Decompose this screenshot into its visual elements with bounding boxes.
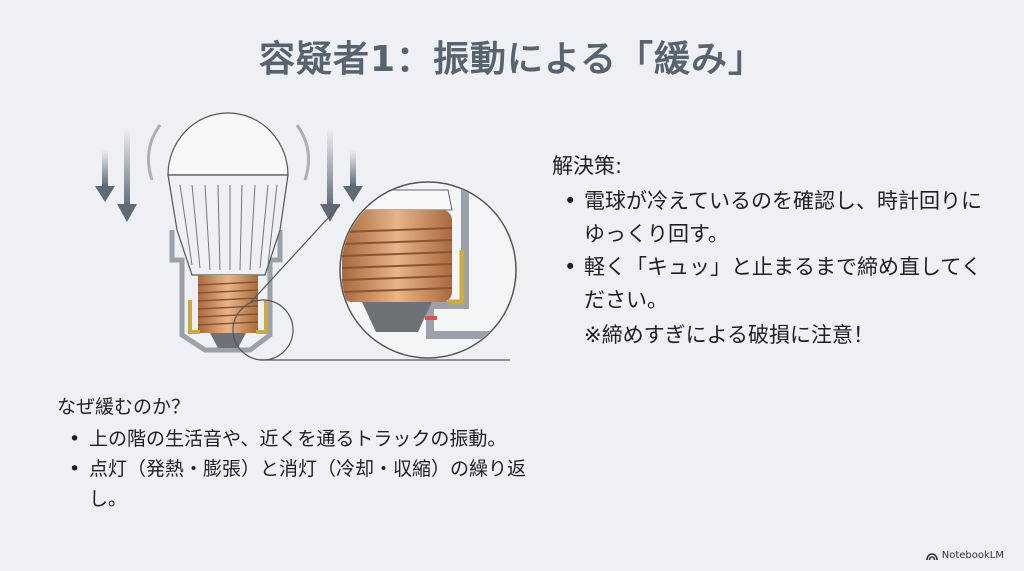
vibration-arrows-left bbox=[95, 128, 137, 222]
why-list: 上の階の生活音や、近くを通るトラックの振動。 点灯（発熱・膨張）と消灯（冷却・収… bbox=[57, 424, 527, 514]
why-section: なぜ緩むのか？ 上の階の生活音や、近くを通るトラックの振動。 点灯（発熱・膨張）… bbox=[57, 392, 527, 514]
bulb-illustration bbox=[80, 110, 540, 380]
brand-label: NotebookLM bbox=[941, 550, 1004, 561]
notebooklm-logo-icon bbox=[925, 553, 938, 560]
slide-title: 容疑者1：振動による「緩み」 bbox=[259, 39, 765, 80]
why-heading: なぜ緩むのか？ bbox=[57, 396, 191, 418]
solution-list: 電球が冷えているのを確認し、時計回りにゆっくり回す。 軽く「キュッ」と止まるまで… bbox=[552, 185, 992, 317]
solution-item: 電球が冷えているのを確認し、時計回りにゆっくり回す。 bbox=[552, 185, 992, 251]
caution-note: ※締めすぎによる破損に注意！ bbox=[584, 323, 874, 347]
solution-heading: 解決策: bbox=[552, 154, 623, 178]
why-item: 点灯（発熱・膨張）と消灯（冷却・収縮）の繰り返し。 bbox=[57, 454, 527, 514]
solution-section: 解決策: 電球が冷えているのを確認し、時計回りにゆっくり回す。 軽く「キュッ」と… bbox=[552, 150, 992, 352]
why-item: 上の階の生活音や、近くを通るトラックの振動。 bbox=[57, 424, 527, 454]
solution-item: 軽く「キュッ」と止まるまで締め直してください。 bbox=[552, 251, 992, 317]
notebooklm-watermark: NotebookLM bbox=[925, 550, 1004, 561]
vibration-arrows-right bbox=[320, 128, 363, 222]
